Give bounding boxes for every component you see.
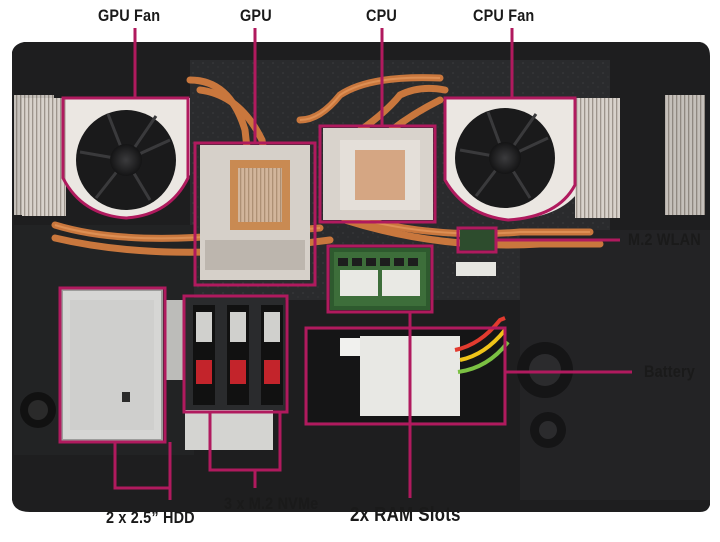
gpu-outline bbox=[193, 141, 317, 287]
battery-label: Battery bbox=[644, 362, 695, 381]
hdd-bay bbox=[61, 289, 185, 441]
speaker-right bbox=[517, 342, 573, 448]
cpu-fan-label: CPU Fan bbox=[473, 6, 535, 25]
hdd-outline bbox=[58, 286, 167, 444]
gpu-fan-outline bbox=[61, 96, 190, 220]
battery-pack bbox=[308, 316, 510, 422]
gpu-label: GPU bbox=[240, 6, 272, 25]
ram-label: 2x RAM Slots bbox=[350, 504, 461, 526]
callout-lines bbox=[58, 28, 632, 500]
cpu-fan bbox=[445, 98, 620, 220]
ram-outline bbox=[326, 244, 434, 314]
ram-modules bbox=[330, 248, 430, 310]
gpu-fan-label: GPU Fan bbox=[98, 6, 161, 25]
battery-outline bbox=[304, 326, 507, 426]
nvme-label: 3 x M.2 NVMe bbox=[224, 494, 319, 513]
cpu-fan-outline bbox=[443, 96, 577, 222]
gpu-heatsink bbox=[200, 145, 310, 280]
speaker-left bbox=[20, 392, 56, 428]
nvme-drives bbox=[185, 298, 285, 450]
m2-wlan-label: M.2 WLAN bbox=[628, 230, 701, 249]
hdd-label: 2 x 2.5” HDD bbox=[106, 508, 195, 527]
cpu-outline bbox=[318, 124, 437, 224]
cpu-label: CPU bbox=[366, 6, 398, 25]
gpu-fan bbox=[22, 98, 190, 218]
nvme-outline bbox=[182, 294, 289, 414]
cpu-heatsink bbox=[323, 128, 433, 220]
